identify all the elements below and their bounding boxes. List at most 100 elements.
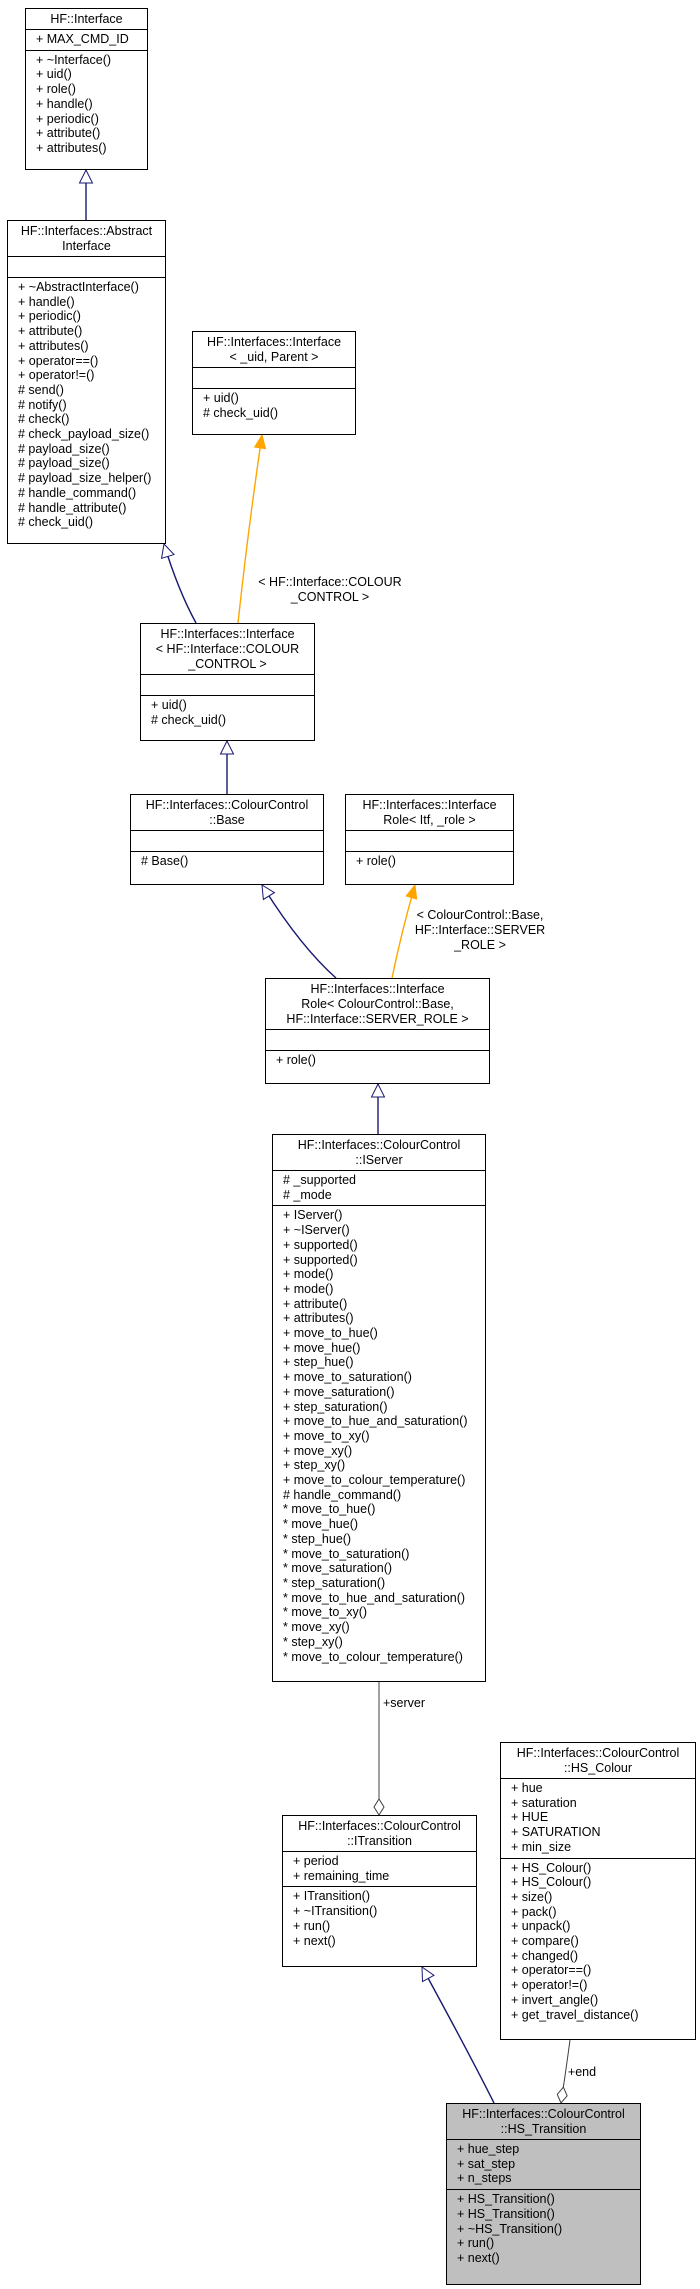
- operation-item: * step_hue(): [283, 1531, 352, 1546]
- operation-item: + handle(): [36, 96, 93, 111]
- class-title-line: < HF::Interface::COLOUR: [155, 642, 300, 656]
- operation-item: # payload_size(): [18, 441, 110, 456]
- operation-item: + ~ITransition(): [293, 1904, 378, 1919]
- operation-item: + supported(): [283, 1237, 358, 1252]
- operations-section: + role(): [266, 1051, 489, 1071]
- operation-item: + handle(): [18, 294, 75, 309]
- operation-item: + ~HS_Transition(): [457, 2221, 563, 2236]
- edge-label-line: +end: [567, 2064, 597, 2079]
- operation-item: # send(): [18, 382, 64, 397]
- operation-item: # handle_command(): [18, 485, 137, 500]
- class-box-interface[interactable]: HF::Interface+ MAX_CMD_ID+ ~Interface()+…: [25, 8, 148, 170]
- operation-item: + operator==(): [18, 353, 99, 368]
- class-title: HF::Interfaces::Interface< _uid, Parent …: [193, 332, 355, 368]
- class-title-line: HF::Interfaces::ColourControl: [516, 1746, 680, 1760]
- operation-item: + move_saturation(): [283, 1384, 395, 1399]
- edge-label: +end: [502, 2065, 662, 2080]
- class-title-line: ::HS_Transition: [500, 2122, 587, 2136]
- operation-item: + HS_Colour(): [511, 1875, 592, 1890]
- operation-item: # check_uid(): [151, 712, 227, 727]
- edge-e-itrans-server: [373, 1682, 385, 1816]
- operation-item: # handle_command(): [283, 1487, 402, 1502]
- operation-item: + pack(): [511, 1904, 557, 1919]
- edge-label-line: HF::Interface::SERVER: [414, 922, 546, 937]
- class-title-line: ::Base: [209, 813, 245, 827]
- class-title-line: Role< Itf, _role >: [383, 813, 476, 827]
- class-title-line: Interface: [62, 239, 111, 253]
- class-title-line: HF::Interfaces::Interface: [206, 335, 342, 349]
- edge-label-line: < HF::Interface::COLOUR: [258, 575, 402, 589]
- class-title-line: ::IServer: [355, 1153, 403, 1167]
- operation-item: * move_hue(): [283, 1517, 359, 1532]
- operation-item: + changed(): [511, 1948, 579, 1963]
- operation-item: + run(): [293, 1918, 331, 1933]
- edge-label-line: +server: [382, 1695, 426, 1710]
- class-title-line: HF::Interfaces::ColourControl: [462, 2107, 625, 2121]
- class-title-line: HF::Interfaces::Interface: [160, 627, 295, 641]
- attributes-section: + hue+ saturation+ HUE+ SATURATION+ min_…: [501, 1779, 695, 1859]
- class-title-line: < _uid, Parent >: [229, 350, 319, 364]
- operation-item: + ITransition(): [293, 1889, 370, 1904]
- class-box-hs-transition[interactable]: HF::Interfaces::ColourControl::HS_Transi…: [446, 2103, 641, 2285]
- class-title-line: HF::Interfaces::Interface: [310, 982, 445, 996]
- class-box-interface-cc[interactable]: HF::Interfaces::Interface< HF::Interface…: [140, 623, 315, 741]
- operations-section: + ITransition()+ ~ITransition()+ run()+ …: [283, 1887, 476, 1951]
- attributes-section: + period+ remaining_time: [283, 1852, 476, 1888]
- operations-section: + uid()# check_uid(): [141, 696, 314, 730]
- operation-item: # check_uid(): [18, 515, 94, 530]
- class-title-line: HF::Interfaces::Abstract: [20, 224, 153, 238]
- attributes-section: # _supported# _mode: [273, 1171, 485, 1207]
- operation-item: + supported(): [283, 1252, 358, 1267]
- attribute-item: + period: [293, 1854, 339, 1868]
- operations-section: + HS_Colour()+ HS_Colour()+ size()+ pack…: [501, 1859, 695, 2026]
- operation-item: + operator!=(): [18, 368, 95, 383]
- operation-item: + invert_angle(): [511, 1992, 599, 2007]
- operation-item: # notify(): [18, 397, 67, 412]
- attribute-item: + n_steps: [457, 2171, 512, 2186]
- edge-label: +server: [324, 1696, 484, 1711]
- operations-section: + ~AbstractInterface()+ handle()+ period…: [8, 278, 165, 533]
- attributes-section: [131, 831, 323, 852]
- attribute-item: + hue_step: [457, 2142, 520, 2156]
- operation-item: + step_xy(): [283, 1458, 346, 1473]
- class-box-iserver[interactable]: HF::Interfaces::ColourControl::IServer# …: [272, 1134, 486, 1682]
- class-box-itransition[interactable]: HF::Interfaces::ColourControl::ITransiti…: [282, 1815, 477, 1967]
- operation-item: # check_payload_size(): [18, 427, 150, 442]
- operation-item: + move_to_hue(): [283, 1326, 378, 1341]
- edge-label-line: < ColourControl::Base,: [416, 907, 544, 922]
- class-box-interface-tpl[interactable]: HF::Interfaces::Interface< _uid, Parent …: [192, 331, 356, 435]
- operation-item: + next(): [457, 2250, 500, 2265]
- class-box-cc-base[interactable]: HF::Interfaces::ColourControl::Base# Bas…: [130, 794, 324, 885]
- attribute-item: + saturation: [511, 1795, 577, 1810]
- operations-section: + HS_Transition()+ HS_Transition()+ ~HS_…: [447, 2190, 640, 2269]
- operation-item: + HS_Transition(): [457, 2206, 555, 2221]
- operation-item: + periodic(): [36, 111, 99, 126]
- operation-item: + operator!=(): [511, 1978, 588, 1993]
- operation-item: * move_to_xy(): [283, 1605, 368, 1620]
- edge-e-cc-tpl: [237, 433, 267, 624]
- operation-item: + uid(): [203, 391, 239, 405]
- class-title-line: HF::Interface: [50, 12, 123, 26]
- operation-item: + attribute(): [36, 126, 101, 141]
- class-box-hs-colour[interactable]: HF::Interfaces::ColourControl::HS_Colour…: [500, 1742, 696, 2040]
- class-title: HF::Interfaces::ColourControl::Base: [131, 795, 323, 831]
- class-title-line: HF::Interface::SERVER_ROLE >: [286, 1012, 469, 1026]
- class-title: HF::Interfaces::ColourControl::HS_Transi…: [447, 2104, 640, 2140]
- class-title-line: HF::Interfaces::ColourControl: [145, 798, 309, 812]
- operations-section: + uid()# check_uid(): [193, 389, 355, 423]
- operation-item: + next(): [293, 1933, 336, 1948]
- operations-section: + role(): [346, 852, 513, 872]
- operation-item: # payload_size_helper(): [18, 471, 152, 486]
- operation-item: + uid(): [151, 698, 187, 712]
- operation-item: + attributes(): [283, 1311, 354, 1326]
- attribute-item: + min_size: [511, 1839, 572, 1854]
- attributes-section: [8, 257, 165, 278]
- operation-item: + periodic(): [18, 309, 81, 324]
- attributes-section: + MAX_CMD_ID: [26, 30, 147, 51]
- edge-e-abs-iface: [78, 168, 94, 220]
